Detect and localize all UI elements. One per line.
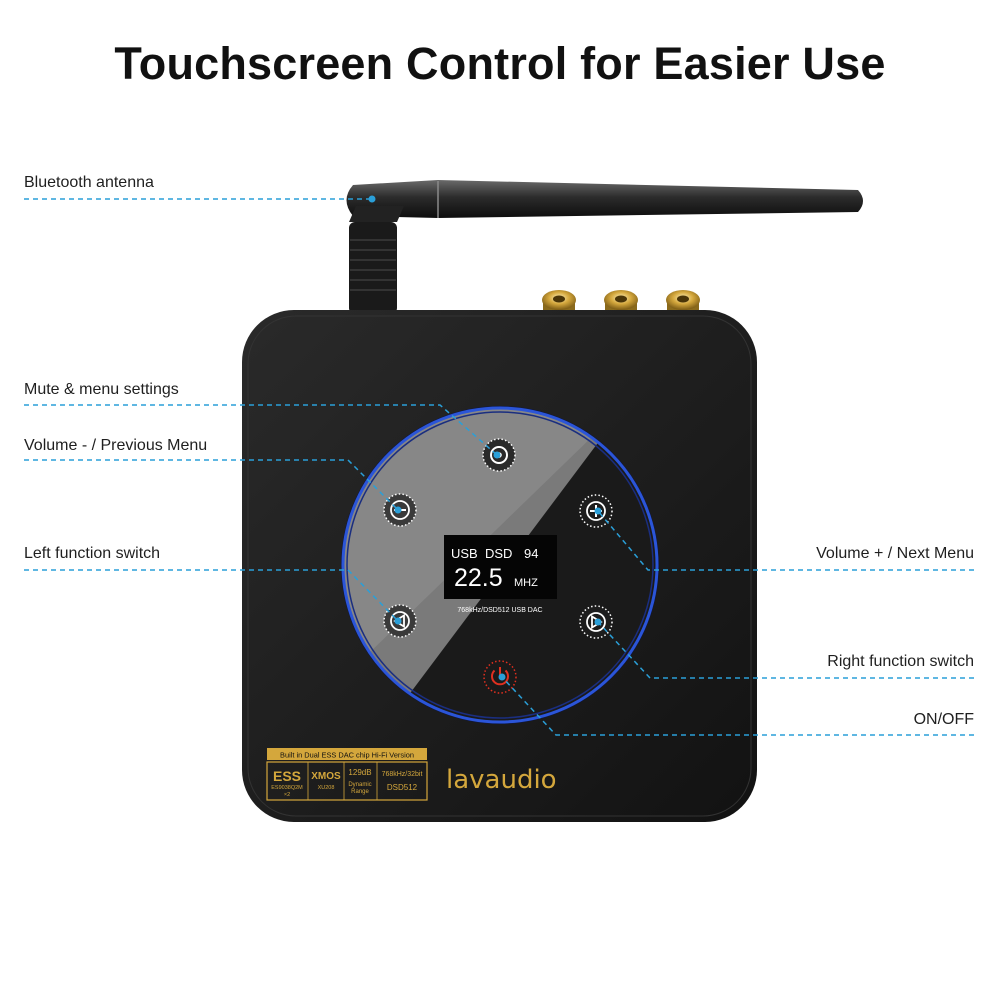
line-right-function bbox=[597, 621, 974, 679]
line-on-off bbox=[501, 676, 974, 736]
line-mute-menu bbox=[24, 404, 498, 456]
oled-display: USB DSD 94 22.5 MHZ 768kHz/DSD512 USB DA… bbox=[444, 535, 557, 614]
callout-on-off: ON/OFF bbox=[913, 711, 974, 728]
display-format: DSD bbox=[485, 546, 512, 561]
badge-header: Built in Dual ESS DAC chip Hi-Fi Version bbox=[280, 751, 414, 760]
line-volume-minus bbox=[24, 459, 399, 511]
line-left-function bbox=[24, 569, 399, 622]
ess-count: ×2 bbox=[284, 792, 290, 798]
ess-logo: ESS bbox=[273, 768, 301, 784]
spec-dsd: DSD512 bbox=[387, 783, 418, 792]
range-value: 129dB bbox=[348, 768, 371, 777]
callout-right-function: Right function switch bbox=[827, 653, 974, 670]
range-label-2: Range bbox=[351, 789, 369, 795]
callout-volume-plus: Volume + / Next Menu bbox=[816, 545, 974, 562]
callout-dots bbox=[368, 195, 602, 681]
callout-bluetooth-antenna: Bluetooth antenna bbox=[24, 174, 154, 191]
bluetooth-antenna bbox=[346, 180, 863, 314]
display-frequency: 22.5 bbox=[454, 564, 503, 592]
spec-rate: 768kHz/32bit bbox=[382, 771, 423, 778]
range-label-1: Dynamic bbox=[348, 782, 371, 788]
xmos-model: XU208 bbox=[318, 785, 335, 791]
page-title: Touchscreen Control for Easier Use bbox=[114, 38, 886, 89]
xmos-logo: XMOS bbox=[311, 771, 341, 782]
display-frequency-unit: MHZ bbox=[514, 577, 538, 589]
mute-icon bbox=[490, 446, 508, 464]
chip-badge: Built in Dual ESS DAC chip Hi-Fi Version… bbox=[266, 748, 428, 801]
display-volume: 94 bbox=[524, 546, 538, 561]
brand-logo: lavaudio bbox=[446, 765, 557, 795]
callout-left-function: Left function switch bbox=[24, 545, 161, 562]
callout-lines bbox=[24, 198, 974, 736]
display-caption: 768kHz/DSD512 USB DAC bbox=[457, 607, 542, 614]
callout-mute-menu: Mute & menu settings bbox=[24, 381, 179, 398]
ess-model: ES9038Q2M bbox=[271, 785, 303, 791]
line-volume-plus bbox=[597, 510, 974, 571]
display-source: USB bbox=[451, 546, 478, 561]
callout-volume-minus: Volume - / Previous Menu bbox=[24, 437, 208, 454]
